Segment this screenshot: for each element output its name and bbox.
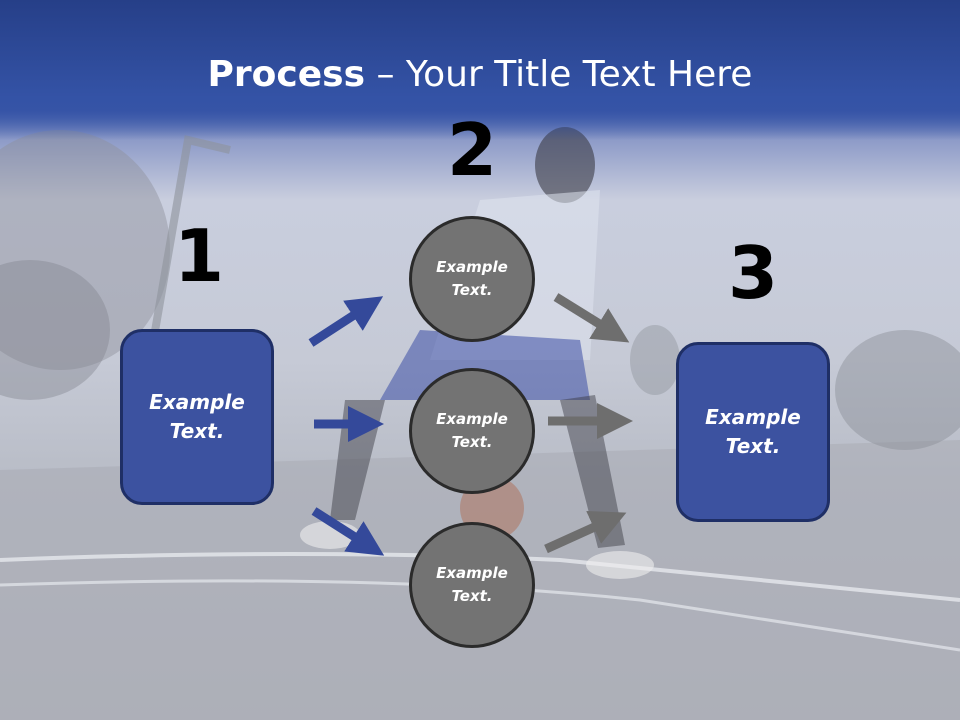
title-bold: Process [207, 54, 366, 95]
circle-text: Example Text. [436, 410, 508, 451]
step-2-circle-middle: Example Text. [409, 368, 535, 494]
arrow-right-icon [311, 507, 385, 556]
step-3-box: Example Text. [676, 342, 830, 522]
slide-title: Process – Your Title Text Here [0, 52, 960, 98]
title-bar [0, 0, 960, 140]
arrow-right-icon [544, 511, 627, 554]
arrow-right-icon [308, 296, 384, 347]
circle-text: Example Text. [436, 564, 508, 605]
title-rest: – Your Title Text Here [365, 54, 753, 95]
arrow-right-icon [553, 293, 630, 343]
step-2-circle-top: Example Text. [409, 216, 535, 342]
circle-text: Example Text. [436, 258, 508, 299]
step-1-box: Example Text. [120, 329, 274, 505]
step-number-2: 2 [446, 108, 498, 192]
step-number-3: 3 [727, 231, 779, 315]
step-number-1: 1 [173, 214, 225, 298]
step-2-circle-bottom: Example Text. [409, 522, 535, 648]
step-1-text: Example Text. [149, 390, 245, 443]
step-3-text: Example Text. [705, 405, 801, 458]
